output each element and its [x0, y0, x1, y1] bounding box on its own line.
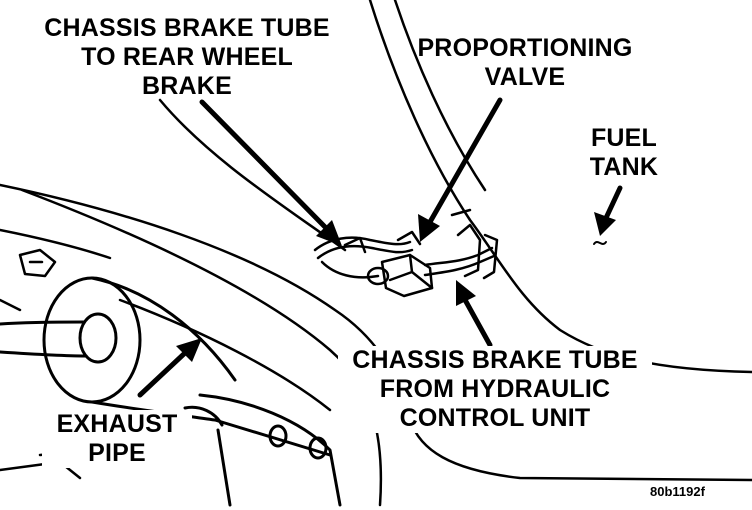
label-hcu-tube-line-2: FROM HYDRAULIC [379, 375, 611, 403]
label-fuel-tank: FUEL TANK [574, 124, 674, 182]
label-fuel-tank-line-2: TANK [589, 153, 659, 181]
proportioning-valve-drawing [343, 208, 499, 298]
label-exhaust-pipe-line-1: EXHAUST [56, 410, 178, 438]
label-rear-tube-line-2: TO REAR WHEEL [81, 43, 293, 71]
label-exhaust-pipe-line-2: PIPE [88, 439, 146, 467]
label-hcu-tube-line-1: CHASSIS BRAKE TUBE [352, 346, 638, 374]
arrow-proportioning-valve [418, 97, 503, 242]
arrow-hcu-tube [456, 280, 493, 348]
label-hcu-tube-line-3: CONTROL UNIT [399, 404, 591, 432]
label-proportioning-valve: PROPORTIONING VALVE [402, 34, 648, 92]
label-rear-tube: CHASSIS BRAKE TUBE TO REAR WHEEL BRAKE [30, 14, 344, 101]
label-rear-tube-line-1: CHASSIS BRAKE TUBE [44, 14, 330, 42]
label-fuel-tank-line-1: FUEL [590, 124, 658, 152]
figure-code: 80b1192f [650, 484, 705, 499]
fuel-tank-marker [593, 241, 607, 245]
label-hcu-tube: CHASSIS BRAKE TUBE FROM HYDRAULIC CONTRO… [338, 346, 652, 433]
arrow-exhaust-pipe [137, 338, 202, 398]
leader-lines [137, 97, 623, 398]
exhaust-pipe-drawing [0, 276, 342, 507]
label-proportioning-valve-line-2: VALVE [484, 63, 566, 91]
label-rear-tube-line-3: BRAKE [142, 72, 232, 100]
arrow-rear-tube [199, 99, 342, 246]
label-exhaust-pipe: EXHAUST PIPE [42, 410, 192, 468]
arrow-fuel-tank [594, 185, 623, 236]
label-proportioning-valve-line-1: PROPORTIONING [417, 34, 633, 62]
